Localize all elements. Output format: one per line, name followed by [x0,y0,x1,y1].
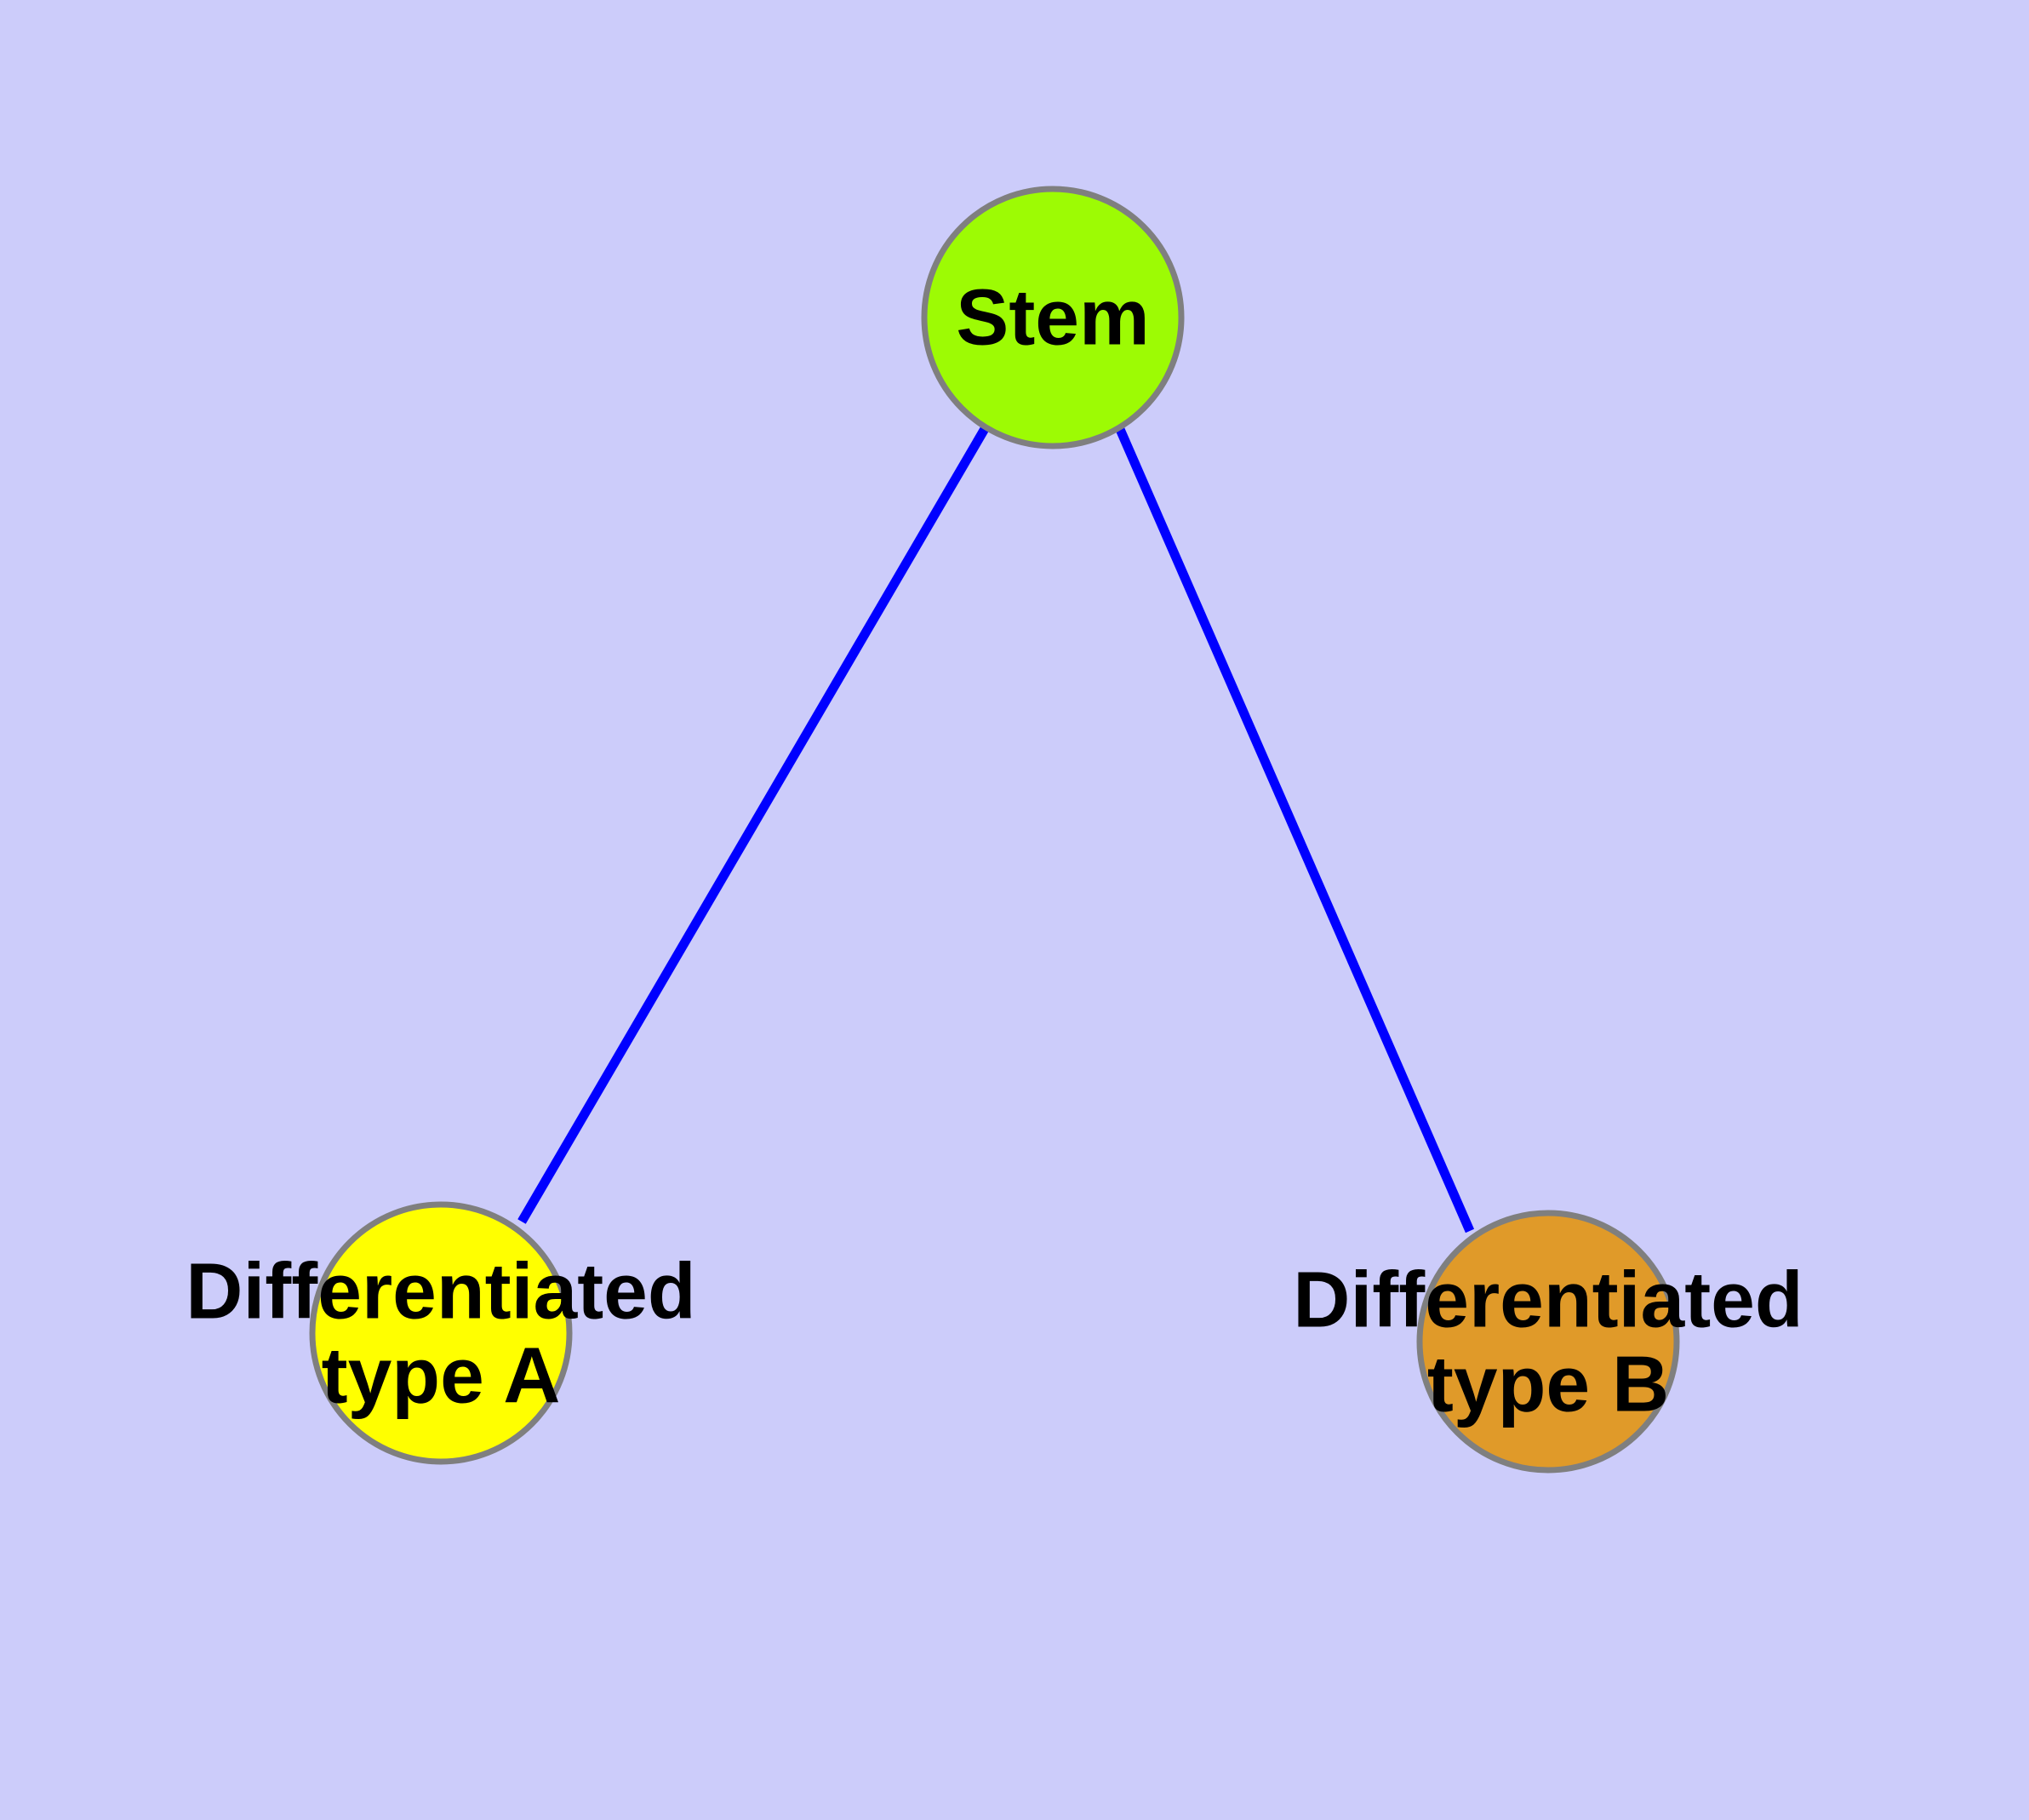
edge-stem-to-differentiated-type-b[interactable] [1114,425,1475,1233]
node-stem[interactable] [921,186,1185,449]
node-differentiated-type-b[interactable] [1416,1210,1680,1474]
edge-stem-to-differentiated-type-a[interactable] [517,425,990,1224]
node-differentiated-type-a[interactable] [309,1201,573,1465]
